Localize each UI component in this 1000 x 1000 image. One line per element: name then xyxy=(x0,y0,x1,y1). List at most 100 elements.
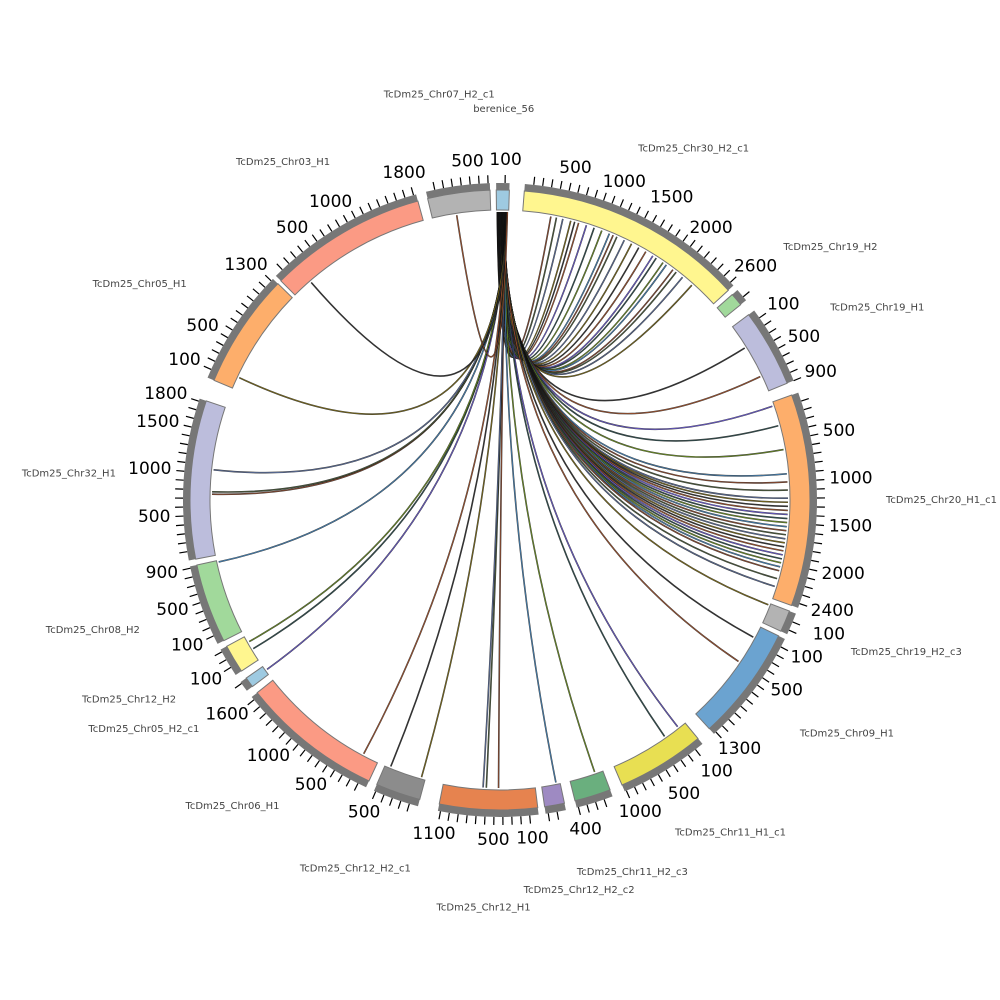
tick-mark xyxy=(550,179,554,188)
segment-name-label: TcDm25_Chr05_H1 xyxy=(92,279,187,290)
tick-label: 100 xyxy=(813,625,845,645)
tick-mark xyxy=(265,719,273,726)
tick-mark xyxy=(773,335,782,341)
segment-TcDm25_Chr05_H2_c1 xyxy=(234,665,270,691)
link-TcDm25_Chr11_H1_c1 xyxy=(504,212,665,737)
tick-mark xyxy=(367,202,372,211)
tick-mark xyxy=(636,206,641,215)
segment-TcDm25_Chr12_H2_c1 xyxy=(371,765,426,812)
tick-mark xyxy=(351,210,356,219)
link-outline xyxy=(420,212,507,778)
tick-mark xyxy=(812,442,821,446)
tick-mark xyxy=(715,731,722,739)
segment-band xyxy=(716,293,742,318)
tick-mark xyxy=(642,782,647,791)
segment-name-label: TcDm25_Chr12_H2_c2 xyxy=(523,885,635,896)
tick-mark xyxy=(299,749,306,757)
segment-TcDm25_Chr32_H1 xyxy=(175,398,226,561)
tick-mark xyxy=(789,368,798,373)
tick-mark xyxy=(751,691,759,698)
segment-name-label: TcDm25_Chr12_H2_c1 xyxy=(299,863,411,874)
tick-label: 2600 xyxy=(734,256,777,276)
segment-TcDm25_Chr05_H1 xyxy=(203,274,293,389)
links-layer xyxy=(212,211,788,789)
tick-mark xyxy=(814,460,823,463)
tick-mark xyxy=(675,229,681,237)
tick-mark xyxy=(441,180,445,189)
tick-mark xyxy=(585,187,590,196)
segment-name-label: TcDm25_Chr12_H1 xyxy=(436,903,531,914)
tick-mark xyxy=(812,550,821,554)
tick-mark xyxy=(556,811,560,820)
segment-axis-band xyxy=(544,803,566,814)
tick-mark xyxy=(807,577,816,581)
tick-label: 2000 xyxy=(822,564,865,584)
segment-name-label: TcDm25_Chr07_H2_c1 xyxy=(383,90,495,101)
tick-label: 500 xyxy=(823,421,855,441)
segment-axis-band xyxy=(183,398,207,561)
segment-axis-band xyxy=(709,635,785,734)
tick-mark xyxy=(619,199,624,207)
segment-TcDm25_Chr08_H2 xyxy=(182,560,243,644)
tick-mark xyxy=(603,192,607,201)
tick-mark xyxy=(786,360,794,365)
segment-TcDm25_Chr20_H1_c1 xyxy=(772,392,825,608)
tick-label: 1000 xyxy=(128,459,171,479)
tick-label: 100 xyxy=(190,670,222,690)
tick-mark xyxy=(259,712,267,720)
tick-mark xyxy=(814,542,823,545)
tick-mark xyxy=(401,189,406,198)
segment-axis-band xyxy=(190,564,224,644)
tick-mark xyxy=(767,669,775,676)
tick-mark xyxy=(793,377,802,382)
tick-mark xyxy=(586,804,590,813)
segment-name-label: TcDm25_Chr06_H1 xyxy=(184,801,279,812)
tick-mark xyxy=(206,635,214,640)
tick-mark xyxy=(311,234,318,242)
tick-label: 500 xyxy=(348,803,380,823)
tick-mark xyxy=(628,202,633,211)
tick-label: 1500 xyxy=(829,517,872,537)
tick-mark xyxy=(215,341,224,346)
tick-mark xyxy=(258,281,266,288)
link-outline xyxy=(503,212,557,783)
tick-mark xyxy=(703,251,710,259)
segment-axis-band xyxy=(780,611,796,635)
tick-mark xyxy=(665,769,671,778)
tick-mark xyxy=(809,568,818,572)
tick-mark xyxy=(438,811,442,820)
segment-axis-band xyxy=(240,678,253,691)
tick-mark xyxy=(178,451,187,455)
tick-mark xyxy=(800,398,809,402)
tick-mark xyxy=(625,790,631,799)
tick-label: 1100 xyxy=(412,824,455,844)
segment-TcDm25_Chr06_H1 xyxy=(247,679,379,791)
tick-mark xyxy=(771,662,780,668)
segment-name-label: TcDm25_Chr32_H1 xyxy=(21,468,116,479)
segment-TcDm25_Chr11_H1_c1 xyxy=(613,722,703,799)
tick-label: 100 xyxy=(489,150,521,170)
tick-mark xyxy=(450,178,453,187)
tick-mark xyxy=(264,274,272,282)
tick-label: 500 xyxy=(477,830,509,850)
segment-band xyxy=(541,783,566,808)
segment-name-label: berenice_56 xyxy=(473,104,534,115)
tick-mark xyxy=(371,791,377,800)
tick-mark xyxy=(474,816,477,825)
segment-name-label: TcDm25_Chr20_H1_c1 xyxy=(885,495,997,506)
segment-TcDm25_Chr30_H2_c1 xyxy=(522,176,737,305)
tick-mark xyxy=(202,627,211,632)
tick-mark xyxy=(389,797,393,806)
tick-mark xyxy=(813,451,822,454)
tick-mark xyxy=(376,199,381,207)
segment-band xyxy=(256,679,379,782)
tick-mark xyxy=(272,725,279,733)
tick-mark xyxy=(780,646,789,652)
link-TcDm25_Chr06_H1 xyxy=(363,212,507,754)
tick-label: 100 xyxy=(791,648,823,668)
tick-mark xyxy=(717,263,724,271)
tick-mark xyxy=(740,705,748,712)
tick-mark xyxy=(189,593,198,598)
link-TcDm25_Chr07_H2_c1 xyxy=(456,212,508,357)
segment-axis-band xyxy=(496,183,510,191)
